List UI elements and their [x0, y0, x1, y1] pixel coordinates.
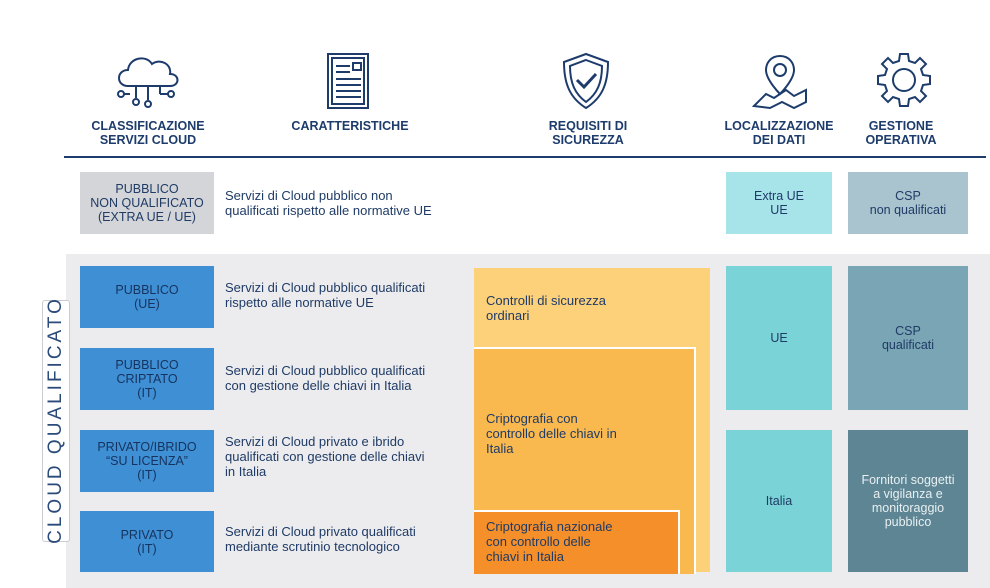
shield-check-icon [556, 50, 616, 112]
header-operations: GESTIONE OPERATIVA [865, 119, 937, 147]
operations-vigilanza: Fornitori soggetti a vigilanza e monitor… [848, 430, 968, 572]
classification-private: PRIVATO (IT) [80, 511, 214, 572]
classification-private-hybrid: PRIVATO/IBRIDO “SU LICENZA” (IT) [80, 430, 214, 492]
description-private: Servizi di Cloud privato qualificati med… [225, 524, 416, 554]
security-level-national [474, 510, 680, 574]
security-key-control-text: Criptografia con controllo delle chiavi … [486, 411, 617, 456]
header-divider [64, 156, 986, 158]
description-public-ue: Servizi di Cloud pubblico qualificati ri… [225, 280, 426, 310]
header-security: REQUISITI DI SICUREZZA [548, 119, 628, 147]
operations-csp-non-qualified: CSP non qualificati [848, 172, 968, 234]
security-national-text: Criptografia nazionale con controllo del… [486, 519, 613, 564]
header-classification: CLASSIFICAZIONE SERVIZI CLOUD [91, 119, 205, 147]
classification-public-encrypted: PUBBLICO CRIPTATO (IT) [80, 348, 214, 410]
cloud-qualificato-frame [42, 300, 70, 542]
gear-icon [872, 50, 936, 112]
security-ordinary-text: Controlli di sicurezza ordinari [486, 293, 606, 323]
classification-public-non-qualified: PUBBLICO NON QUALIFICATO (EXTRA UE / UE) [80, 172, 214, 234]
document-icon [318, 50, 380, 112]
map-pin-icon [748, 50, 812, 112]
location-italia: Italia [726, 430, 832, 572]
location-extra-ue: Extra UE UE [726, 172, 832, 234]
description-public-encrypted: Servizi di Cloud pubblico qualificati co… [225, 363, 426, 393]
cloud-qualificato-label: CLOUD QUALIFICATO [45, 296, 66, 544]
location-ue: UE [726, 266, 832, 410]
description-public-non-qualified: Servizi di Cloud pubblico non qualificat… [225, 188, 432, 218]
classification-public-ue: PUBBLICO (UE) [80, 266, 214, 328]
operations-csp-qualified: CSP qualificati [848, 266, 968, 410]
cloud-network-icon [108, 50, 188, 112]
header-location: LOCALIZZAZIONE DEI DATI [724, 119, 834, 147]
description-private-hybrid: Servizi di Cloud privato e ibrido qualif… [225, 434, 425, 479]
header-characteristics: CARATTERISTICHE [291, 119, 409, 133]
